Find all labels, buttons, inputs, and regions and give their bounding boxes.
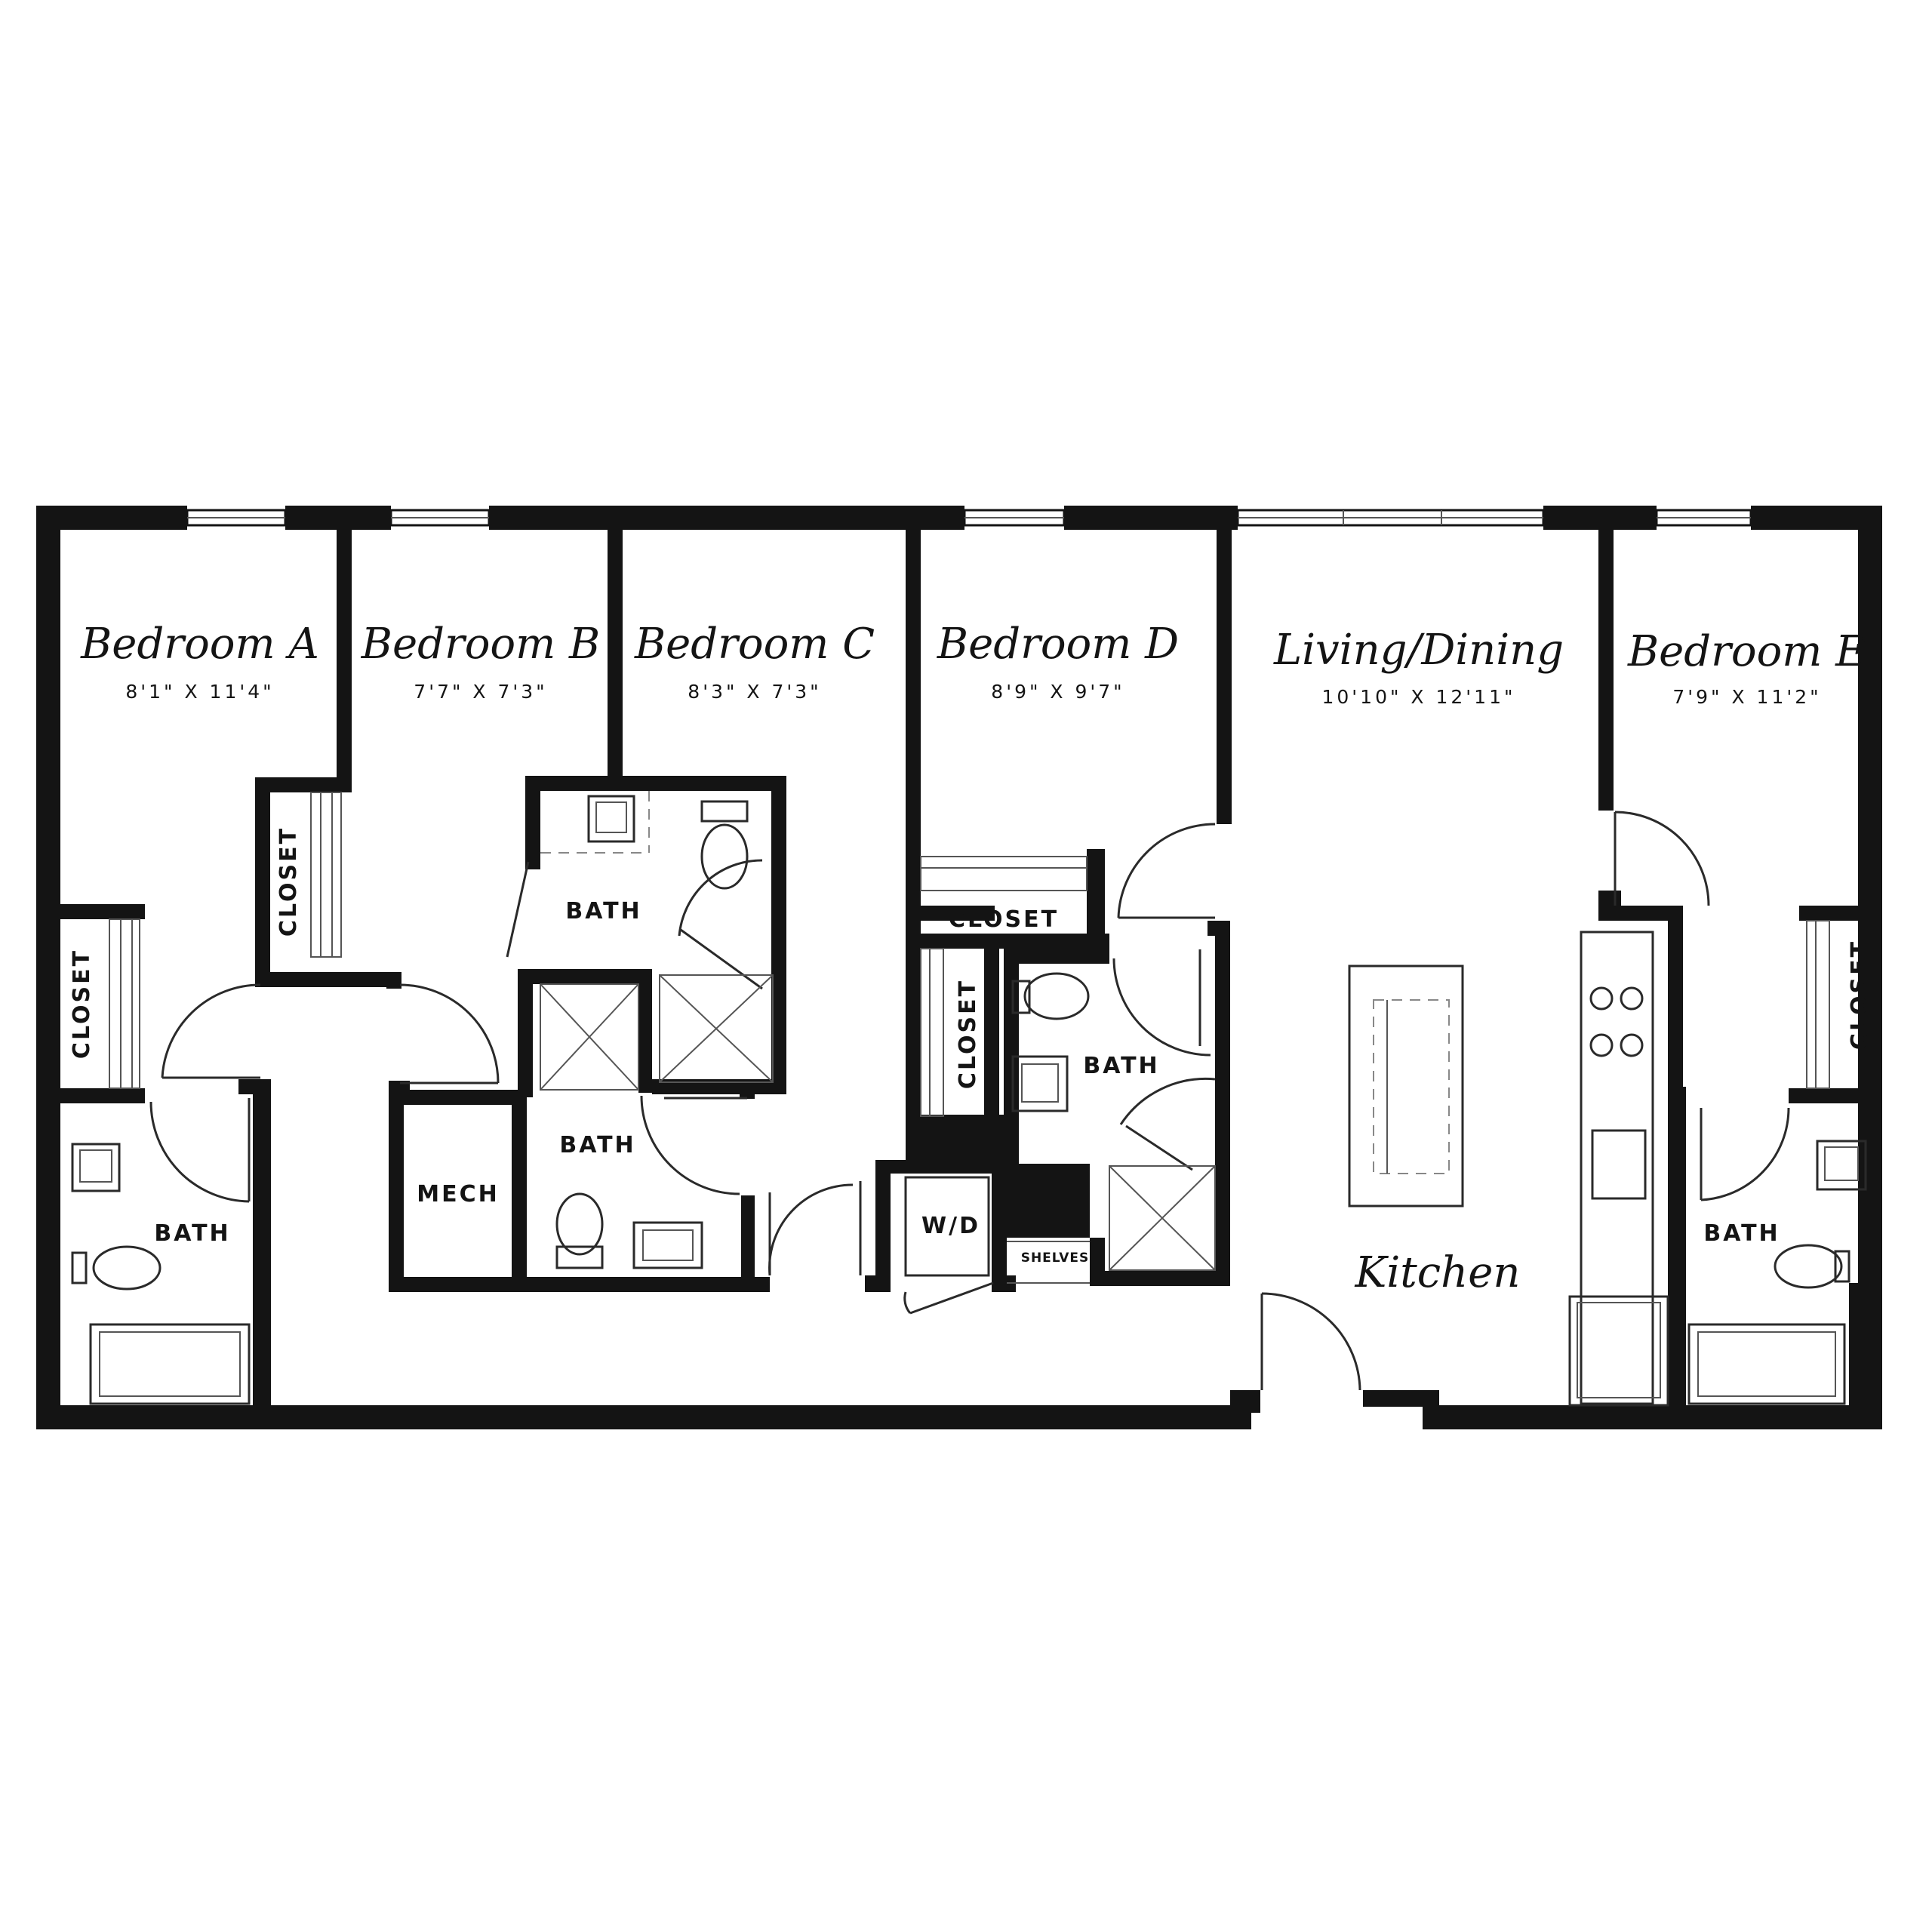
bath-e-label: BATH xyxy=(1703,1220,1780,1247)
door-swings xyxy=(149,811,1790,1391)
wd-label: W/D xyxy=(921,1213,980,1239)
fixtures xyxy=(71,791,1867,1407)
bedroom-a-name: Bedroom A xyxy=(80,620,319,669)
closet-a-label: CLOSET xyxy=(69,949,95,1059)
closet-d2-label: CLOSET xyxy=(955,979,981,1089)
bath-lower-label: BATH xyxy=(559,1132,635,1158)
bath-a-label: BATH xyxy=(154,1220,230,1247)
bedroom-d-dims: 8'9" X 9'7" xyxy=(991,681,1124,703)
closet-d-label: CLOSET xyxy=(949,906,1059,933)
space-labels: CLOSET CLOSET CLOSET CLOSET CLOSET BATH … xyxy=(69,826,1873,1266)
windows xyxy=(186,509,1752,527)
living-dining-name: Living/Dining xyxy=(1273,626,1564,675)
bedroom-e-dims: 7'9" X 11'2" xyxy=(1672,686,1821,708)
bedroom-a-dims: 8'1" X 11'4" xyxy=(125,681,274,703)
shelves-label: SHELVES xyxy=(1021,1251,1090,1266)
bath-d-label: BATH xyxy=(1083,1053,1159,1079)
bedroom-b-dims: 7'7" X 7'3" xyxy=(414,681,547,703)
closet-e-label: CLOSET xyxy=(1847,940,1873,1050)
bath-upper-label: BATH xyxy=(565,898,641,924)
bedroom-d-name: Bedroom D xyxy=(937,620,1179,669)
bedroom-b-name: Bedroom B xyxy=(361,620,600,669)
kitchen-name: Kitchen xyxy=(1355,1248,1521,1297)
room-labels: Bedroom A 8'1" X 11'4" Bedroom B 7'7" X … xyxy=(80,620,1866,1297)
interior-walls xyxy=(60,530,1858,1411)
bedroom-c-name: Bedroom C xyxy=(634,620,875,669)
exterior-walls xyxy=(36,506,1882,1429)
closets xyxy=(109,792,1830,1117)
bedroom-e-name: Bedroom E xyxy=(1627,627,1866,676)
living-dining-dims: 10'10" X 12'11" xyxy=(1321,686,1515,708)
bedroom-c-dims: 8'3" X 7'3" xyxy=(688,681,821,703)
closet-b-label: CLOSET xyxy=(275,826,302,937)
mech-label: MECH xyxy=(417,1181,499,1208)
